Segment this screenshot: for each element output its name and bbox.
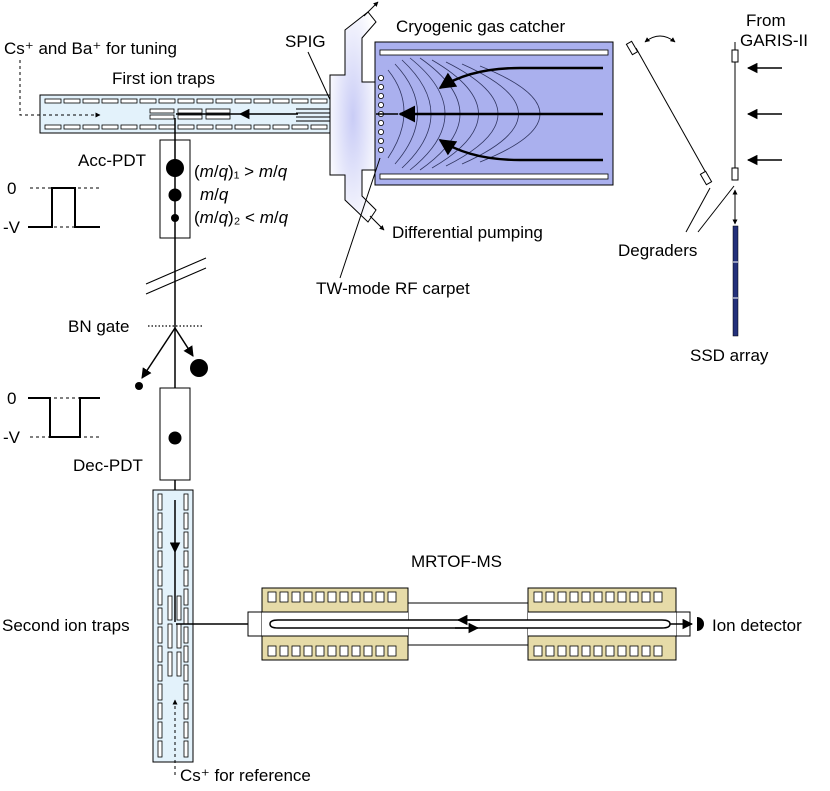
first-ion-traps-label: First ion traps — [112, 69, 215, 88]
garis-beam-arrows — [746, 62, 782, 166]
first-trap-electrodes-bottom — [44, 124, 328, 130]
deflected-light-ion-arrow — [141, 327, 176, 379]
ssd-array — [732, 225, 739, 337]
pulse-bottom-zero-label: 0 — [7, 389, 16, 408]
acc-pdt-label: Acc-PDT — [78, 151, 146, 170]
mq2-label: (m/q)₂ < m/q — [194, 208, 289, 227]
differential-pumping-housing — [329, 1, 385, 231]
deflected-heavy-ion-arrow — [174, 327, 194, 357]
mrtof-ion-trajectory — [269, 619, 671, 629]
pulse-bottom-negv-label: -V — [3, 428, 21, 447]
cs-ba-tuning-label: Cs⁺ and Ba⁺ for tuning — [4, 39, 177, 58]
pulse-top-zero-label: 0 — [7, 179, 16, 198]
mrtof-left-mirror-electrodes — [267, 591, 397, 657]
catcher-drift-arrow-bottom — [438, 139, 603, 162]
selected-ion-bunch — [168, 431, 182, 445]
catcher-electrode-top — [379, 49, 609, 56]
gas-catcher-label: Cryogenic gas catcher — [396, 17, 565, 36]
first-trap-electrodes-top — [44, 98, 328, 104]
ssd-array-label: SSD array — [690, 346, 769, 365]
cryogenic-gas-catcher — [374, 41, 614, 186]
rejected-heavy-ion — [190, 359, 208, 377]
catcher-electrode-bottom — [379, 173, 609, 180]
mq1-label: (m/q)₁ > m/q — [194, 162, 288, 181]
pumping-out-arrow-top — [363, 1, 379, 17]
dec-pdt — [159, 387, 191, 481]
beamline-break-marks — [145, 257, 207, 295]
garis-label: GARIS-II — [740, 31, 808, 50]
second-ion-traps-label: Second ion traps — [2, 616, 130, 635]
pumping-out-arrow-bottom — [369, 215, 385, 231]
mrtof-ms — [247, 587, 704, 661]
degrader-leader-lines — [685, 185, 735, 233]
differential-pumping-label: Differential pumping — [392, 223, 543, 242]
rf-carpet-electrodes — [377, 75, 384, 153]
cs-reference-label: Cs⁺ for reference — [180, 766, 311, 785]
catcher-drift-arrow-top — [438, 66, 603, 89]
dec-pdt-label: Dec-PDT — [73, 456, 143, 475]
rejected-light-ion — [135, 382, 143, 390]
acc-pulse-waveform — [28, 187, 100, 228]
mrtof-right-mirror-electrodes — [533, 591, 663, 657]
tw-carpet-label: TW-mode RF carpet — [316, 279, 470, 298]
ion-detector — [697, 617, 704, 631]
second-ion-traps — [152, 489, 194, 763]
mrtof-label: MRTOF-MS — [411, 552, 502, 571]
spig-leader-line — [307, 51, 333, 105]
spig-label: SPIG — [285, 32, 326, 51]
tw-carpet-leader-line — [339, 157, 381, 279]
first-ion-traps — [39, 94, 336, 134]
tuning-injection-path — [19, 60, 101, 118]
pulse-top-negv-label: -V — [3, 218, 21, 237]
ion-detector-label: Ion detector — [712, 616, 802, 635]
from-label: From — [746, 11, 786, 30]
second-trap-electrodes-right — [183, 493, 189, 758]
fixed-degrader — [731, 42, 739, 181]
mq-label: m/q — [200, 185, 229, 204]
second-trap-electrodes-left — [157, 493, 163, 758]
dec-pulse-waveform — [28, 397, 100, 438]
rotating-degrader — [625, 35, 713, 186]
bn-gate-label: BN gate — [68, 317, 129, 336]
first-trap-center-electrodes — [149, 108, 231, 120]
degraders-label: Degraders — [618, 241, 697, 260]
degrader-rotation-arrow — [644, 35, 676, 43]
